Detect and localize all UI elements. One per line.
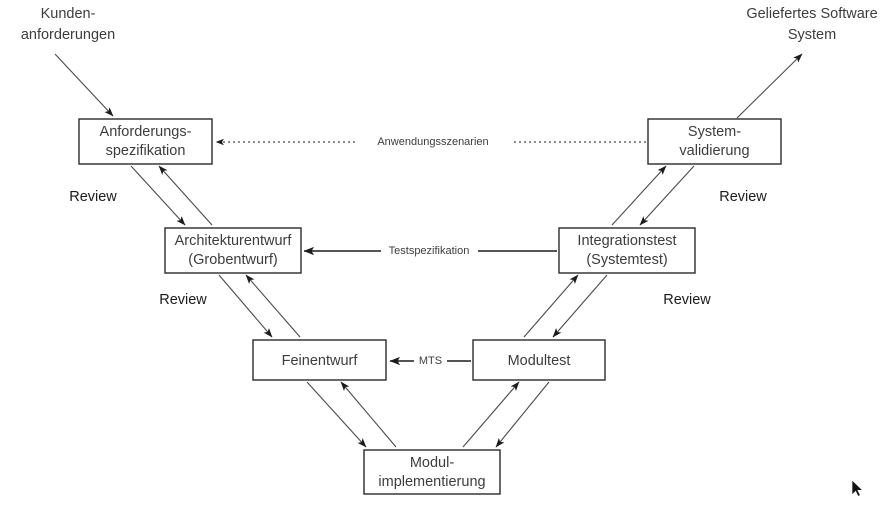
label-geliefertes-software-system-line1: Geliefertes Software xyxy=(746,6,877,22)
edge-architekturentwurf-to-feinentwurf xyxy=(218,274,273,338)
edge-modultest-to-modulimplementierung xyxy=(495,381,550,448)
box-architekturentwurf[interactable]: Architekturentwurf (Grobentwurf) xyxy=(164,227,302,274)
edge-architekturentwurf-to-anforderungsspezifikation-review xyxy=(158,165,213,226)
box-anforderungsspezifikation[interactable]: Anforderungs- spezifikation xyxy=(78,118,213,165)
edge-integrationstest-to-modultest-review xyxy=(552,274,608,338)
label-kundenanforderungen: Kunden- anforderungen xyxy=(21,6,115,43)
box-architekturentwurf-rect xyxy=(164,227,302,274)
testspezifikation-label-backdrop xyxy=(381,243,478,259)
box-modulimplementierung-rect xyxy=(363,449,501,495)
edge-modulimplementierung-to-feinentwurf xyxy=(340,381,397,448)
edge-feinentwurf-to-modulimplementierung xyxy=(306,381,367,448)
box-integrationstest-line1: Integrationstest xyxy=(577,233,676,249)
box-systemvalidierung-rect xyxy=(647,118,782,165)
edge-integrationstest-to-systemvalidierung xyxy=(611,165,667,226)
box-feinentwurf[interactable]: Feinentwurf xyxy=(252,339,387,381)
edge-modulimplementierung-to-modultest xyxy=(462,381,520,448)
edge-anforderungsspezifikation-to-architekturentwurf xyxy=(130,165,186,226)
label-geliefertes-software-system-line2: System xyxy=(788,27,836,43)
box-modultest[interactable]: Modultest xyxy=(472,339,606,381)
box-anforderungsspezifikation-line1: Anforderungs- xyxy=(100,124,192,140)
edge-systemvalidierung-to-integrationstest-review xyxy=(639,165,695,226)
box-modulimplementierung-line1: Modul- xyxy=(410,455,454,471)
box-feinentwurf-rect xyxy=(252,339,387,381)
box-integrationstest[interactable]: Integrationstest (Systemtest) xyxy=(558,227,696,274)
label-kundenanforderungen-line1: Kunden- xyxy=(41,6,96,22)
edge-label-testspezifikation: Testspezifikation xyxy=(389,245,470,257)
label-review-left-upper: Review xyxy=(69,189,117,205)
box-modulimplementierung[interactable]: Modul- implementierung xyxy=(363,449,501,495)
mts-label-backdrop xyxy=(414,353,447,369)
box-systemvalidierung[interactable]: System- validierung xyxy=(647,118,782,165)
anwendungsszenarien-label-backdrop xyxy=(355,134,513,150)
box-integrationstest-line2: (Systemtest) xyxy=(586,252,667,268)
box-feinentwurf-line1: Feinentwurf xyxy=(282,353,359,369)
label-geliefertes-software-system: Geliefertes Software System xyxy=(746,6,877,43)
edge-kundenanforderungen-to-anforderungsspezifikation xyxy=(54,53,114,117)
box-anforderungsspezifikation-rect xyxy=(78,118,213,165)
box-integrationstest-rect xyxy=(558,227,696,274)
label-review-left-lower: Review xyxy=(159,292,207,308)
box-anforderungsspezifikation-line2: spezifikation xyxy=(106,143,186,159)
label-kundenanforderungen-line2: anforderungen xyxy=(21,27,115,43)
edge-label-mts: MTS xyxy=(419,355,442,367)
box-modulimplementierung-line2: implementierung xyxy=(378,474,485,490)
edge-systemvalidierung-to-geliefertes-system xyxy=(736,53,803,119)
label-review-right-upper: Review xyxy=(719,189,767,205)
edge-label-anwendungsszenarien: Anwendungsszenarien xyxy=(377,136,488,148)
edge-modultest-to-integrationstest xyxy=(523,274,579,338)
mouse-cursor-icon xyxy=(851,479,864,497)
box-architekturentwurf-line2: (Grobentwurf) xyxy=(188,252,277,268)
box-architekturentwurf-line1: Architekturentwurf xyxy=(175,233,293,249)
box-modultest-line1: Modultest xyxy=(508,353,571,369)
box-systemvalidierung-line1: System- xyxy=(688,124,741,140)
box-modultest-rect xyxy=(472,339,606,381)
box-systemvalidierung-line2: validierung xyxy=(679,143,749,159)
edge-feinentwurf-to-architekturentwurf-review xyxy=(245,274,301,338)
label-review-right-lower: Review xyxy=(663,292,711,308)
